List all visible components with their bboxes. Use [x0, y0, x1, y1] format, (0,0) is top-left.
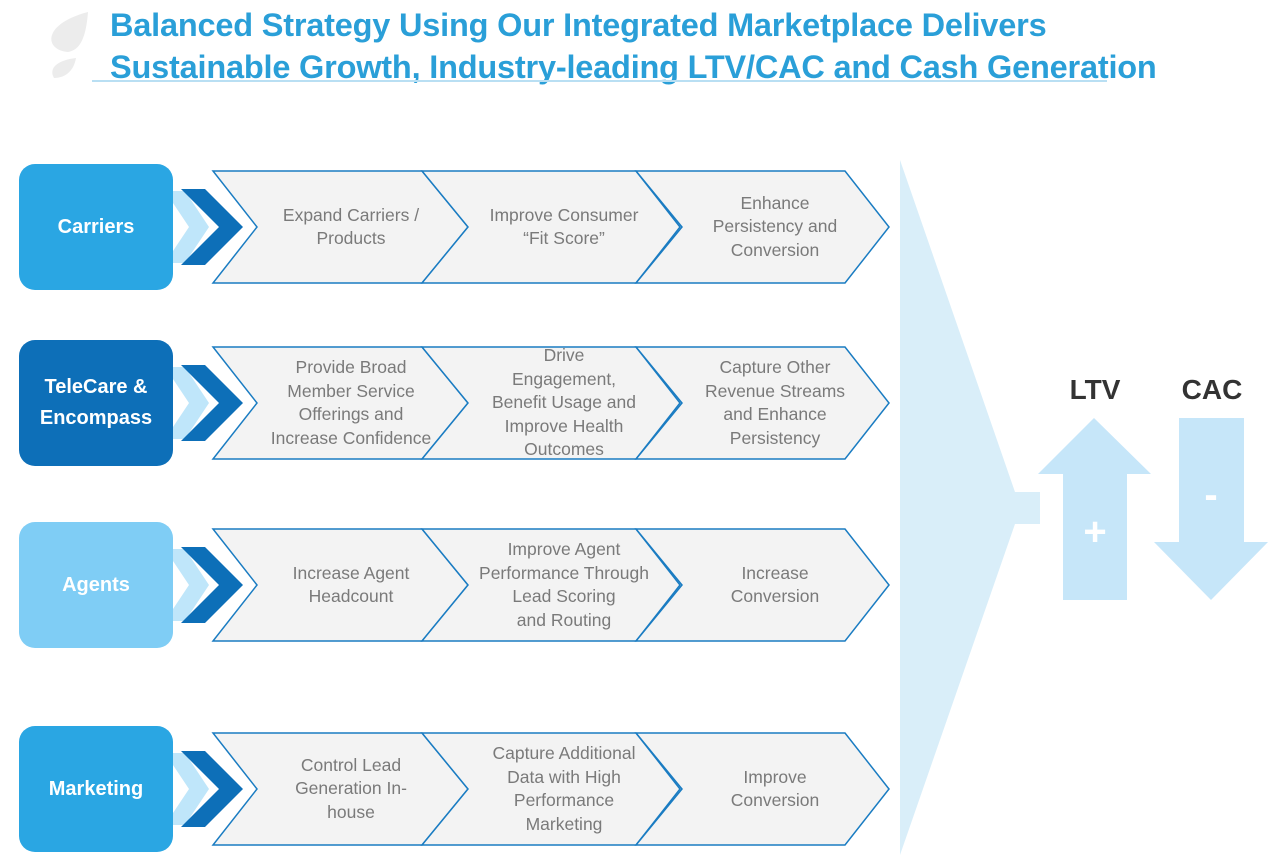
connector-chevron-dark-1 — [181, 189, 243, 265]
title-line-2: Sustainable Growth, Industry-leading LTV… — [110, 49, 1157, 85]
step-text-3-1: Increase Agent Headcount — [292, 562, 410, 607]
connector-chevron-dark-2 — [181, 365, 243, 441]
step-text-2-1: Provide Broad Member Service Offerings a… — [270, 357, 432, 448]
step-text-2-3: Capture Other Revenue Streams and Enhanc… — [704, 357, 846, 448]
step-chevron-2-3 — [634, 346, 890, 460]
page-title: Balanced Strategy Using Our Integrated M… — [110, 4, 1250, 88]
category-box-3: Agents — [19, 522, 173, 648]
cac-minus-sign: - — [1204, 473, 1217, 517]
connector-chevron-light-2 — [165, 367, 209, 439]
step-text-1-3: Enhance Persistency and Conversion — [712, 192, 838, 260]
step-text-1-2: Improve Consumer “Fit Score” — [489, 204, 639, 249]
step-chevron-1-3 — [634, 170, 890, 284]
ltv-label: LTV — [1069, 374, 1121, 405]
step-text-4-2: Capture Additional Data with High Perfor… — [492, 743, 636, 834]
step-text-3-3: Increase Conversion — [730, 562, 820, 607]
connector-chevron-light-3 — [165, 549, 209, 621]
ltv-plus-sign: + — [1083, 510, 1106, 554]
category-box-2: TeleCare & Encompass — [19, 340, 173, 466]
connector-chevron-light-4 — [165, 753, 209, 825]
ltv-up-arrow — [1038, 418, 1151, 600]
connector-chevron-dark-4 — [181, 751, 243, 827]
connector-chevron-dark-3 — [181, 547, 243, 623]
cac-down-arrow — [1154, 418, 1268, 600]
leaf-logo-icon — [51, 12, 88, 78]
step-chevron-3-3 — [634, 528, 890, 642]
title-divider — [92, 80, 1107, 82]
connector-chevron-light-1 — [165, 191, 209, 263]
step-chevron-4-3 — [634, 732, 890, 846]
category-box-1: Carriers — [19, 164, 173, 290]
step-text-1-1: Expand Carriers / Products — [282, 204, 420, 249]
step-text-4-1: Control Lead Generation In- house — [295, 754, 407, 822]
step-text-4-3: Improve Conversion — [730, 766, 820, 811]
step-text-2-2: Drive Engagement, Benefit Usage and Impr… — [492, 345, 636, 460]
cac-label: CAC — [1181, 374, 1243, 405]
convergence-funnel-arrow — [900, 160, 1040, 855]
title-line-1: Balanced Strategy Using Our Integrated M… — [110, 7, 1047, 43]
step-text-3-2: Improve Agent Performance Through Lead S… — [479, 539, 649, 630]
category-box-4: Marketing — [19, 726, 173, 852]
